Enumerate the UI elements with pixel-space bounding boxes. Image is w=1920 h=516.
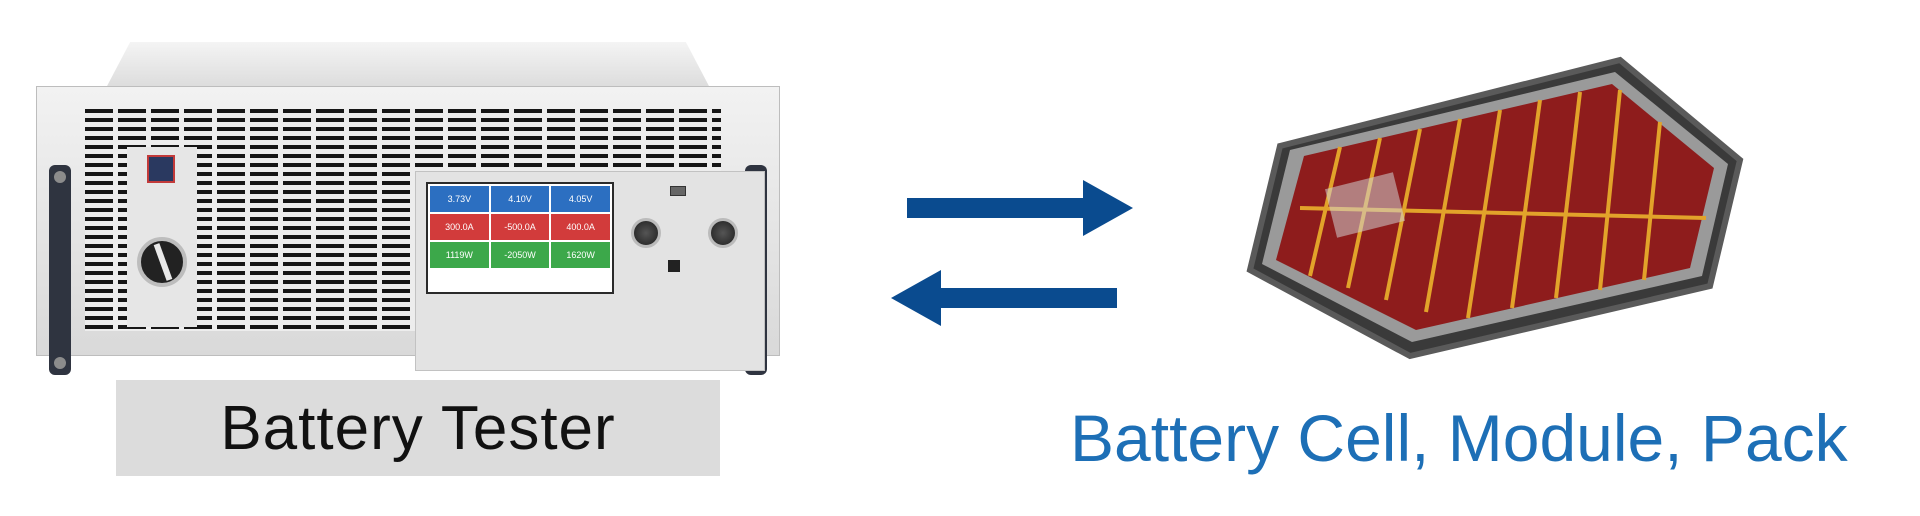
usb-port-icon bbox=[670, 186, 686, 196]
screen-cell-voltage-2: 4.10V bbox=[490, 186, 550, 212]
pack-connector bbox=[1324, 172, 1406, 238]
pack-label: Battery Cell, Module, Pack bbox=[1070, 401, 1848, 475]
tester-label: Battery Tester bbox=[220, 393, 616, 463]
screen-cell-voltage-1: 3.73V bbox=[430, 186, 489, 212]
brand-panel bbox=[127, 147, 197, 327]
tester-label-box: Battery Tester bbox=[116, 380, 720, 476]
screen-cell-current-2: -500.0A bbox=[490, 214, 550, 240]
screen-cell-power-1: 1119W bbox=[430, 242, 489, 268]
screen-cell-current-3: 400.0A bbox=[551, 214, 610, 240]
remote-button bbox=[668, 260, 680, 272]
device-screen: 3.73V 4.10V 4.05V 300.0A -500.0A 400.0A … bbox=[426, 182, 614, 294]
battery-tester-image: 3.73V 4.10V 4.05V 300.0A -500.0A 400.0A … bbox=[36, 42, 780, 375]
power-switch bbox=[137, 237, 187, 287]
brand-logo bbox=[147, 155, 175, 183]
bidirectional-arrows bbox=[891, 180, 1133, 326]
left-knob bbox=[631, 218, 661, 248]
screen-cell-current-1: 300.0A bbox=[430, 214, 489, 240]
screen-cell-power-2: -2050W bbox=[490, 242, 550, 268]
left-handle bbox=[49, 165, 71, 375]
battery-pack-image bbox=[1246, 56, 1744, 360]
device-front-panel: 3.73V 4.10V 4.05V 300.0A -500.0A 400.0A … bbox=[36, 86, 780, 375]
control-panel: 3.73V 4.10V 4.05V 300.0A -500.0A 400.0A … bbox=[415, 171, 765, 371]
right-knob bbox=[708, 218, 738, 248]
device-top-cover bbox=[106, 42, 710, 88]
left-arrow-icon bbox=[891, 270, 1117, 326]
screen-cell-power-3: 1620W bbox=[551, 242, 610, 268]
screen-cell-voltage-3: 4.05V bbox=[551, 186, 610, 212]
screen-footer bbox=[430, 270, 610, 290]
right-arrow-icon bbox=[907, 180, 1133, 236]
